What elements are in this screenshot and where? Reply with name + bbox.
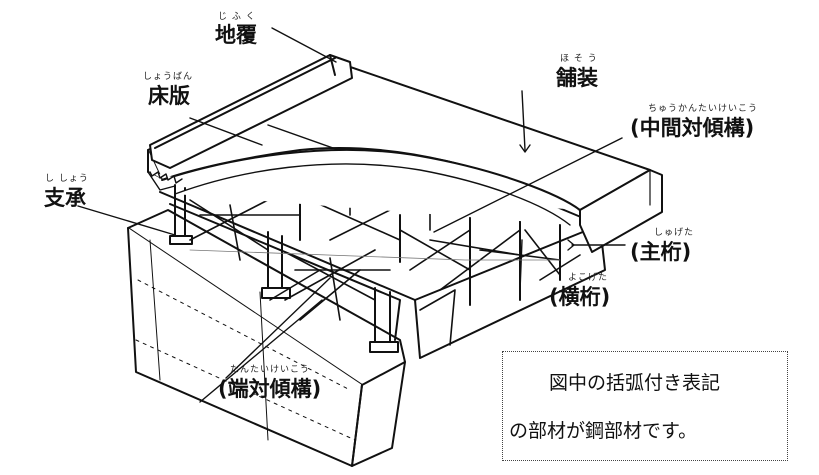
note-line-1: 図中の括弧付き表記 bbox=[549, 372, 721, 394]
deck bbox=[147, 54, 663, 253]
hoso-ruby: ほ そ う bbox=[560, 54, 598, 64]
note-line-2: の部材が鋼部材です。 bbox=[509, 420, 698, 442]
jifuku-ruby: じ ふ く bbox=[218, 12, 256, 22]
leader-arrows bbox=[519, 144, 575, 251]
hoso-label: 舗装 bbox=[556, 66, 598, 90]
shoban-ruby: しょうばん bbox=[143, 72, 194, 82]
shoban-label: 床版 bbox=[148, 84, 190, 108]
shugeta-label: (主桁) bbox=[630, 240, 692, 264]
shisho-ruby: し しょう bbox=[45, 174, 89, 184]
chukan-label: (中間対傾構) bbox=[630, 116, 755, 140]
tantai-label: (端対傾構) bbox=[218, 377, 322, 401]
jifuku-label: 地覆 bbox=[215, 23, 257, 47]
leader-lines bbox=[77, 27, 626, 403]
chukan-ruby: ちゅうかんたいけいこう bbox=[648, 104, 759, 114]
shugeta-ruby: しゅげた bbox=[654, 228, 695, 238]
shisho-label: 支承 bbox=[44, 186, 86, 210]
yokogeta-label: (横桁) bbox=[549, 285, 611, 309]
cross-frames bbox=[189, 179, 581, 346]
tantai-ruby: たんたいけいこう bbox=[230, 365, 311, 375]
note-box: 図中の括弧付き表記 の部材が鋼部材です。 bbox=[502, 351, 788, 461]
yokogeta-ruby: よこげた bbox=[568, 273, 609, 283]
